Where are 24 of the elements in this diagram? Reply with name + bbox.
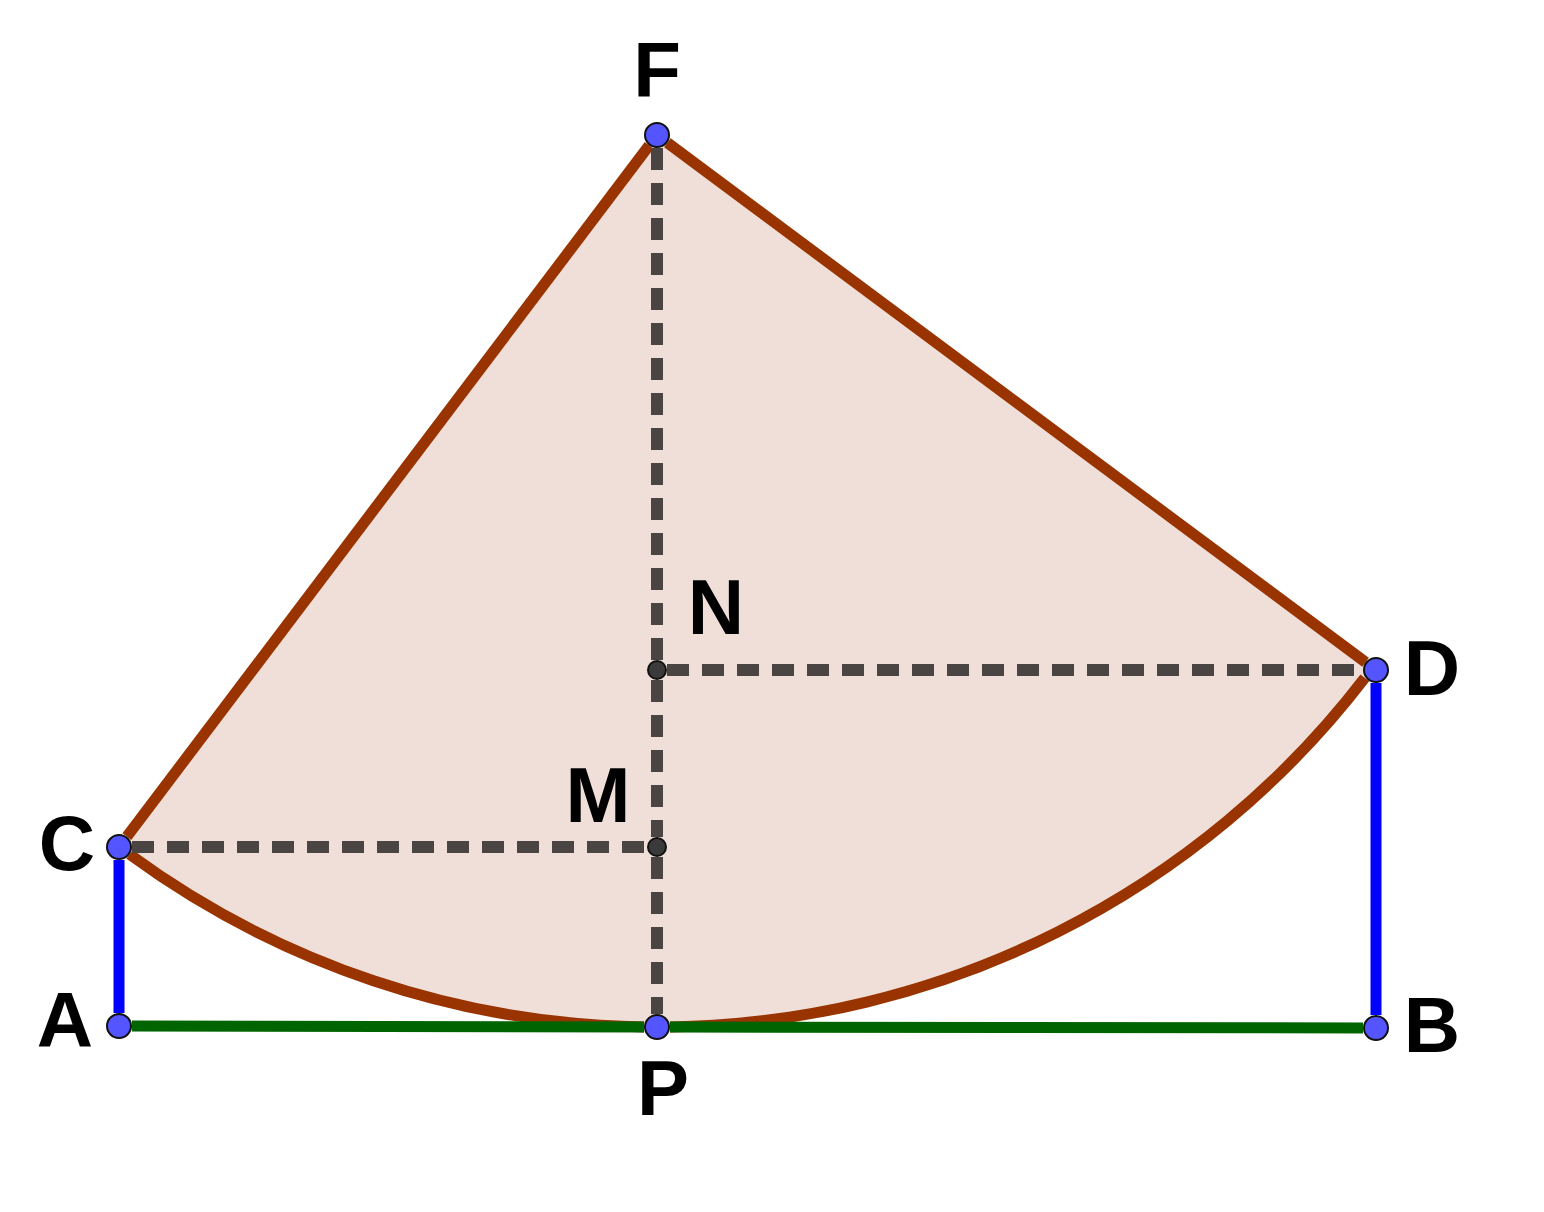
- point: [644, 1014, 670, 1040]
- line-segment: [113, 860, 125, 1013]
- line-segment: [664, 138, 1369, 667]
- point-label: F: [633, 31, 681, 109]
- point-label: B: [1403, 986, 1461, 1064]
- point-label: C: [38, 804, 96, 882]
- point: [106, 1013, 132, 1039]
- line-segment: [670, 1021, 1363, 1034]
- dashed-line: [651, 680, 663, 837]
- point: [1363, 1015, 1389, 1041]
- point: [106, 834, 132, 860]
- point: [1363, 657, 1389, 683]
- point-label: N: [687, 568, 745, 646]
- point-label: P: [637, 1049, 689, 1127]
- point-label: M: [565, 756, 631, 834]
- dashed-line: [651, 857, 663, 1014]
- dashed-line: [651, 148, 663, 660]
- dashed-line: [132, 841, 647, 853]
- point-label: D: [1403, 629, 1461, 707]
- line-segment: [122, 142, 654, 840]
- line-segment: [132, 1020, 644, 1033]
- point: [644, 122, 670, 148]
- line-segment: [1370, 683, 1382, 1015]
- point-label: A: [36, 981, 94, 1059]
